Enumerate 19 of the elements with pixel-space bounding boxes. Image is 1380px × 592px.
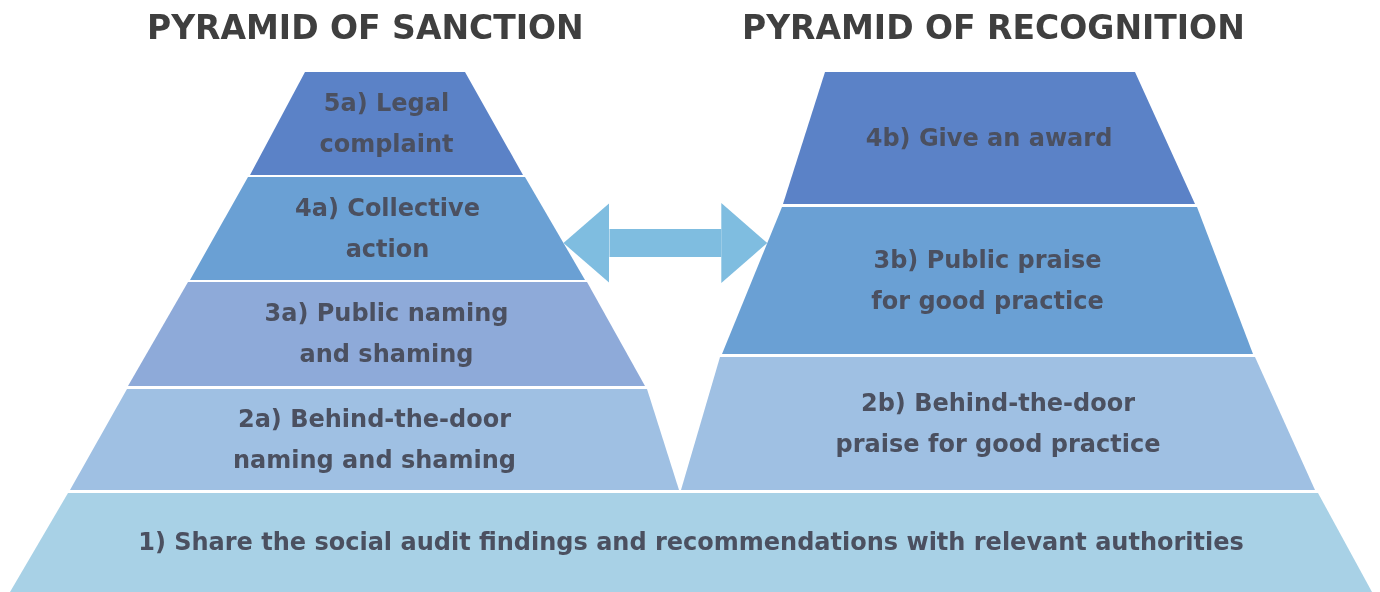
layer-text: 3a) Public naming and shaming [263,298,510,370]
pyramid-layer [190,177,585,280]
layer-text: 1) Share the social audit findings and recommendations with relevant authorities [137,527,1245,558]
pyramid-heading: PYRAMID OF RECOGNITION [742,8,1245,47]
pyramid-layer [722,207,1253,354]
pyramid-layer [681,357,1315,490]
layer-text: 2b) Behind-the-door praise for good practice [834,387,1162,460]
pyramid-layer [783,72,1195,204]
layer-text: 5a) Legal complaint [318,87,455,160]
pyramid-heading: PYRAMID OF SANCTION [147,8,584,47]
layer-text: 4b) Give an award [864,122,1114,154]
pyramid-layer [250,72,523,175]
layer-text: 2a) Behind-the-door naming and shaming [232,403,517,476]
pyramid-layer [70,389,679,490]
base-band [10,493,1372,592]
double-arrow [563,203,768,283]
layer-text: 3b) Public praise for good practice [870,244,1105,317]
pyramid-layer [128,282,645,386]
layer-text: 4a) Collective action [294,192,481,265]
